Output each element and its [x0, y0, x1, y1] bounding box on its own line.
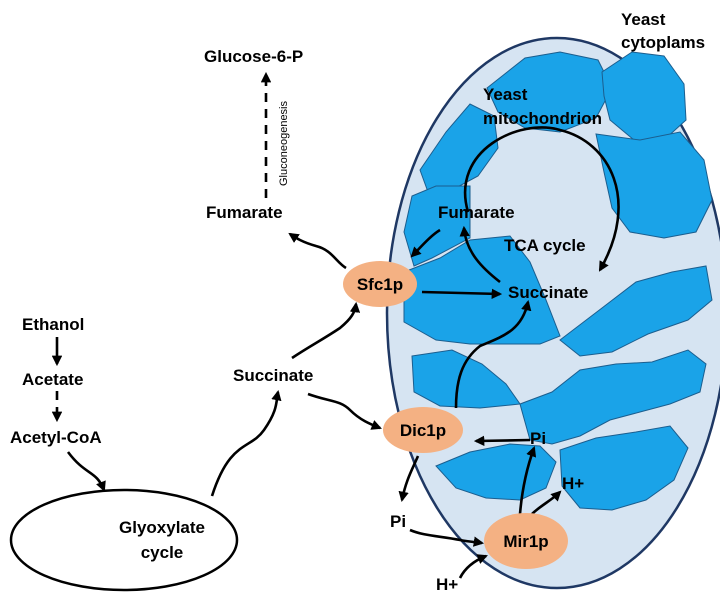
mir1p-to-h-arrow — [531, 490, 562, 515]
dic1p-to-pi-arrow — [398, 455, 420, 503]
pi-mito-label: Pi — [530, 429, 546, 448]
mitochondrion-label-line2: mitochondrion — [483, 109, 602, 128]
fumarate-mito-label: Fumarate — [438, 203, 515, 222]
succinate-to-fumarate-arrow — [459, 225, 501, 284]
succinate-cytosol-label: Succinate — [233, 366, 313, 385]
pi-cytosol-label: Pi — [390, 512, 406, 531]
gluconeogenesis-label: Gluconeogenesis — [278, 100, 290, 186]
succinate-mito-label: Succinate — [508, 283, 588, 302]
succinate-to-dic1p-arrow — [307, 392, 382, 430]
sfc1p-to-fumarate-arrow — [288, 232, 347, 270]
succinate-to-sfc1p-arrow — [291, 301, 361, 360]
mir1p-label: Mir1p — [503, 532, 548, 551]
fumarate-cytosol-label: Fumarate — [206, 203, 283, 222]
glucose6p-label: Glucose-6-P — [204, 47, 303, 66]
mitochondrion — [403, 51, 713, 511]
pi-to-mir1p-arrow — [409, 528, 485, 547]
mitochondrion-label-line1: Yeast — [483, 85, 528, 104]
acetate-label: Acetate — [22, 370, 83, 389]
cytoplasm-label-line1: Yeast — [621, 10, 666, 29]
dic1p-transporter — [383, 407, 463, 453]
glyoxylate-to-succinate-arrow — [210, 389, 282, 497]
glyoxylate-label-line1: Glyoxylate — [119, 518, 205, 537]
acetylcoa-label: Acetyl-CoA — [10, 428, 102, 447]
cytoplasm-label-line2: cytoplams — [621, 33, 705, 52]
mir1p-to-pi-arrow — [518, 446, 537, 515]
pi-to-dic1p-arrow — [473, 435, 531, 447]
tca-cycle-label: TCA cycle — [504, 236, 586, 255]
dic1p-to-succinate-arrow — [454, 299, 532, 409]
h-to-mir1p-arrow — [458, 554, 488, 579]
acetylcoa-to-glyoxylate-arrow — [66, 451, 106, 492]
ethanol-label: Ethanol — [22, 315, 84, 334]
glyoxylate-cycle-node — [9, 488, 239, 592]
dic1p-label: Dic1p — [400, 421, 446, 440]
fumarate-to-sfc1p-arrow — [410, 228, 441, 258]
sfc1p-transporter — [343, 261, 417, 307]
mir1p-transporter — [484, 513, 568, 569]
h-cytosol-label: H+ — [436, 575, 458, 594]
tca-cycle-arrow — [464, 126, 620, 272]
sfc1p-label: Sfc1p — [357, 275, 403, 294]
glyoxylate-label-line2: cycle — [141, 543, 184, 562]
h-mito-label: H+ — [562, 474, 584, 493]
sfc1p-to-succinate-arrow — [421, 288, 503, 299]
